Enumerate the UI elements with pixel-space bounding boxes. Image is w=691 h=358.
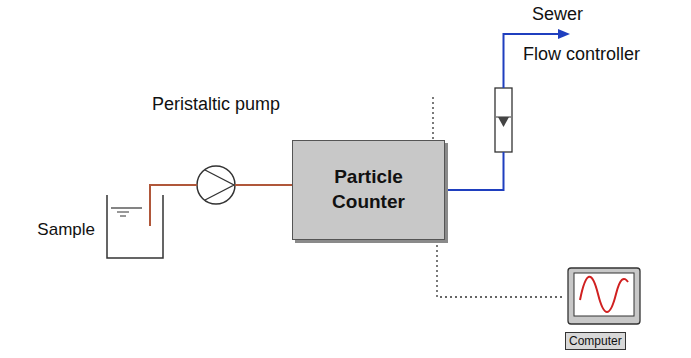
node-label: Flow controller [523, 44, 640, 65]
node-label: Particle Counter [309, 165, 429, 214]
beaker [107, 195, 163, 258]
connector-line [437, 240, 563, 297]
float [498, 117, 509, 127]
pump-node: Peristaltic pump [197, 166, 235, 204]
monitor [568, 268, 640, 324]
computer-node: Computer [563, 268, 653, 350]
pump-triangle [205, 170, 234, 200]
signal-line [432, 97, 433, 140]
signal-wave [580, 277, 628, 312]
outlet-label: Sewer [532, 4, 583, 25]
water-mark [117, 212, 129, 213]
node-label: Sample [37, 220, 95, 240]
connector-line [445, 152, 504, 190]
pipe-connector [150, 185, 197, 195]
arrow-head [558, 29, 570, 39]
pipe-connector [437, 240, 563, 297]
pipe-connector [235, 185, 292, 186]
flow-tube [495, 88, 512, 152]
water-surface [111, 207, 142, 208]
connector-line [235, 184, 292, 186]
node-label: Computer [565, 332, 626, 350]
water-mark [120, 216, 126, 217]
intake-pipe [149, 195, 151, 226]
screen [574, 273, 634, 316]
flow-controller: Flow controller [495, 88, 512, 152]
connector-line [150, 185, 197, 195]
pump-symbol [197, 166, 235, 204]
sample-beaker: Sample [107, 195, 163, 258]
pipe-connector [445, 152, 504, 190]
process-box: Particle Counter [292, 140, 445, 240]
node-label: Peristaltic pump [152, 94, 280, 115]
